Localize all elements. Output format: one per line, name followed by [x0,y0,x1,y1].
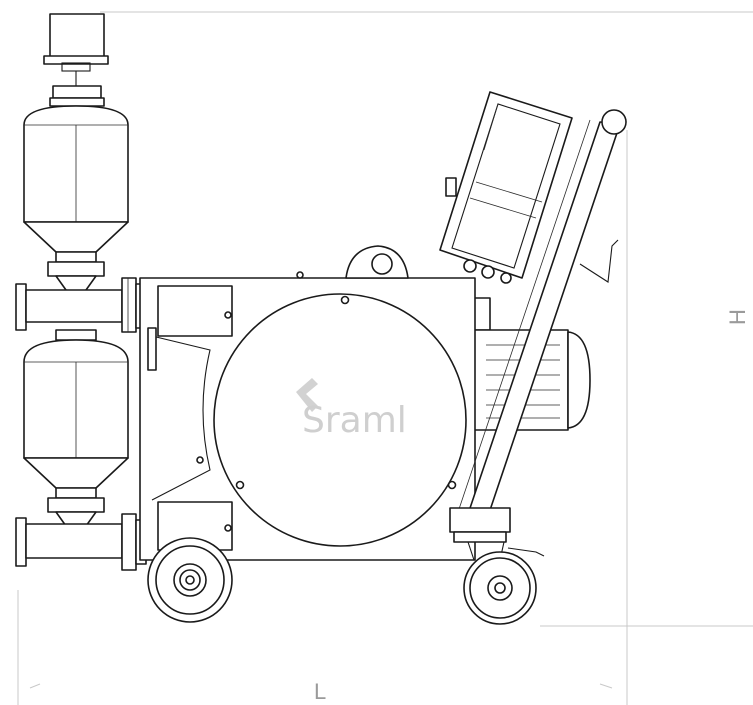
pump-housing [139,245,476,561]
trolley-handle [449,109,627,543]
castor-wheel [463,541,545,625]
dimension-lines [17,11,753,705]
height-dimension-label: H [725,309,750,325]
brand-logo: Sraml [296,378,407,441]
brand-logo-text: Sraml [302,400,407,441]
top-actuator [43,13,109,99]
control-box [439,91,573,284]
length-dimension-label: L [314,679,326,704]
rear-wheel [147,537,233,623]
brand-logo-mark [296,378,318,412]
lower-dampener [23,329,129,541]
upper-dampener [23,97,129,305]
